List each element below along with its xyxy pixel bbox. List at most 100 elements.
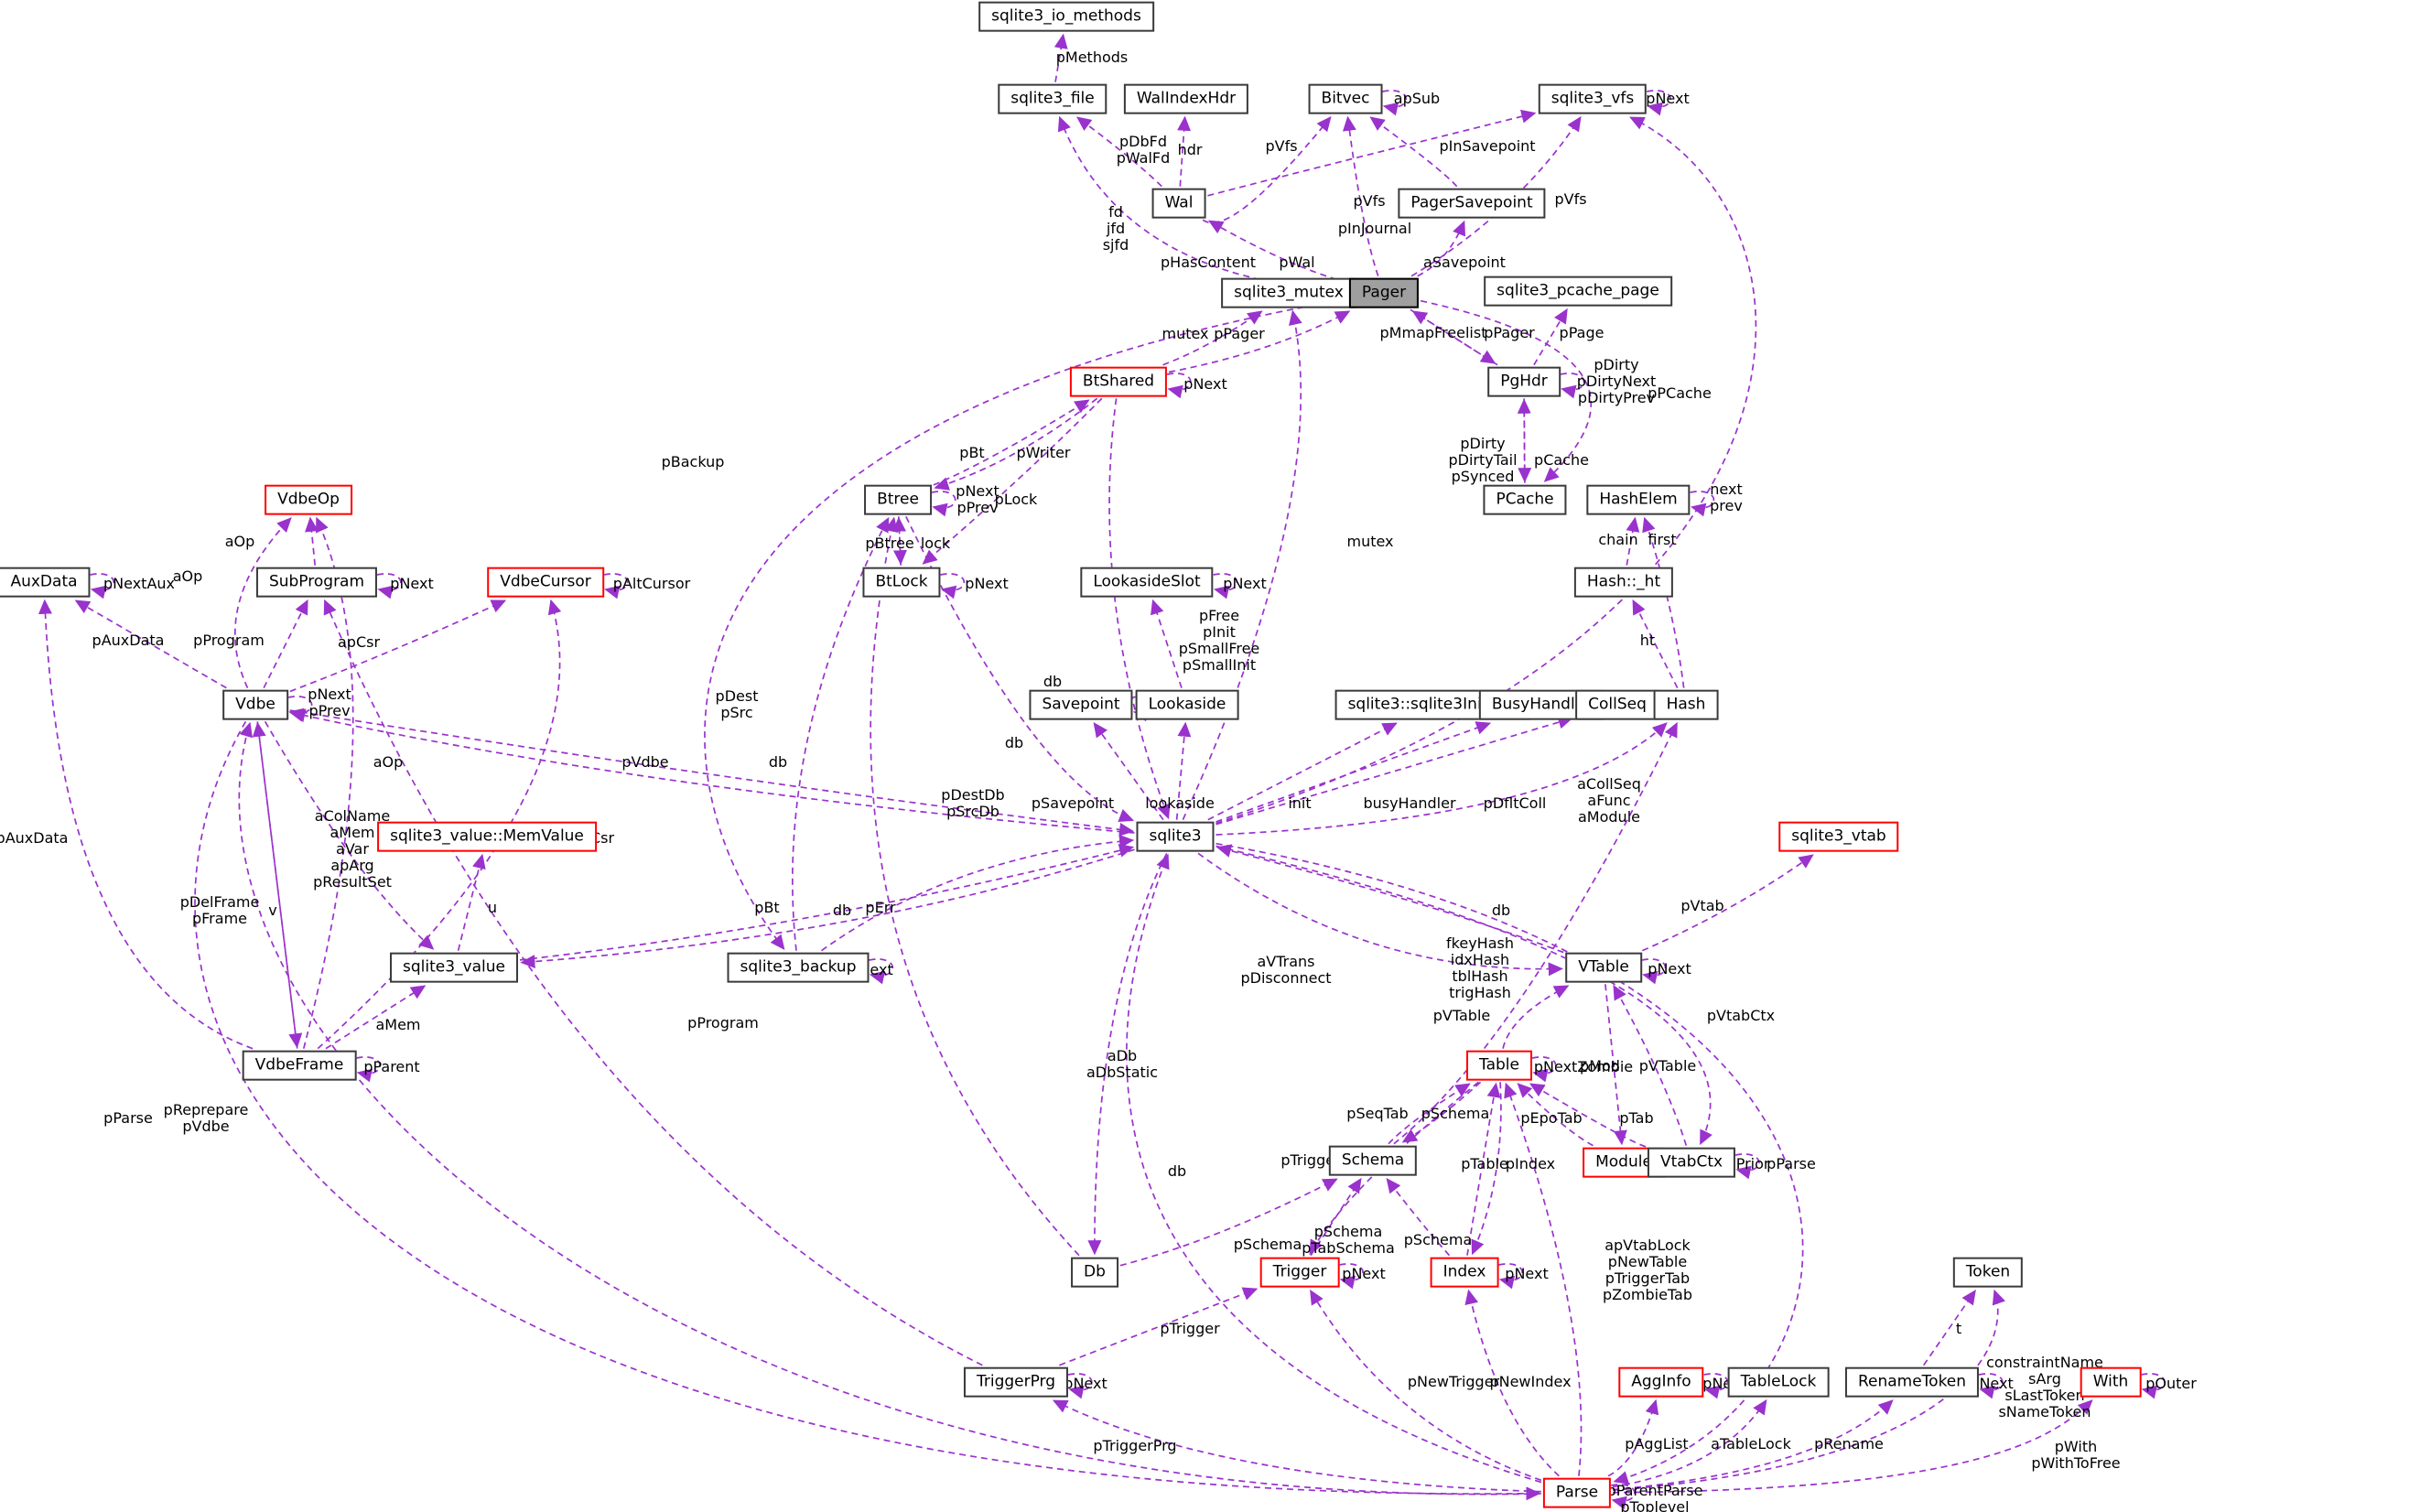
- edge-sqlite3-lookaside: [1175, 721, 1192, 820]
- node-value[interactable]: sqlite3_value: [390, 952, 518, 983]
- edge-label-parse-triggerprg: pTriggerPrg: [1093, 1437, 1177, 1455]
- edge-file-io: [1053, 33, 1068, 82]
- node-vdbecursor[interactable]: VdbeCursor: [487, 567, 604, 598]
- node-btshared[interactable]: BtShared: [1069, 366, 1168, 397]
- node-pghdr[interactable]: PgHdr: [1487, 366, 1561, 397]
- node-lookaside[interactable]: Lookaside: [1135, 689, 1239, 720]
- node-pcpage[interactable]: sqlite3_pcache_page: [1484, 275, 1672, 307]
- node-sqlite3[interactable]: sqlite3: [1136, 821, 1215, 852]
- edge-label-backup-btree: pDest pSrc: [715, 687, 759, 721]
- edge-label-sqlite3-parse: pParse: [1767, 1155, 1816, 1173]
- node-subprogram[interactable]: SubProgram: [255, 567, 378, 598]
- edge-label-pager-psave: aSavepoint: [1423, 254, 1506, 272]
- node-btlock[interactable]: BtLock: [862, 567, 941, 598]
- node-wal[interactable]: Wal: [1151, 188, 1206, 219]
- edge-vdbe-auxdata: [74, 599, 227, 689]
- self-edge-label-parse: pParentParse pToplevel: [1606, 1482, 1703, 1512]
- node-schema[interactable]: Schema: [1328, 1145, 1418, 1176]
- edge-vdbe-value: [264, 720, 435, 950]
- edge-label-vtable-sqlite3: db: [1491, 902, 1511, 920]
- node-lookslot[interactable]: LookasideSlot: [1080, 567, 1214, 598]
- node-table[interactable]: Table: [1466, 1050, 1532, 1081]
- edge-pager-pghdr: [1410, 308, 1496, 364]
- node-pcache[interactable]: PCache: [1483, 484, 1567, 515]
- edge-label-subprogram-vdbeop: aOp: [224, 533, 255, 551]
- node-savepoint[interactable]: Savepoint: [1029, 689, 1133, 720]
- edge-label-schema-hash: fkeyHash idxHash tblHash trigHash: [1446, 934, 1514, 1001]
- edge-vtabctx-vtable: [1613, 984, 1688, 1146]
- node-auxdata[interactable]: AuxData: [0, 567, 91, 598]
- edge-sqlite3-parse: [1216, 842, 1804, 1485]
- edge-table-vtable: [1502, 985, 1570, 1049]
- edge-label-vtabctx-table: pTab: [1619, 1109, 1654, 1128]
- edge-label-vtabctx-vtable: pVTable: [1638, 1057, 1697, 1075]
- node-hashelem[interactable]: HashElem: [1586, 484, 1691, 515]
- node-vtable[interactable]: VTable: [1565, 952, 1642, 983]
- edge-label-sqlite3-mutex: mutex: [1346, 533, 1394, 551]
- node-with[interactable]: With: [2080, 1366, 2142, 1398]
- node-memvalue[interactable]: sqlite3_value::MemValue: [377, 821, 597, 852]
- node-tablelock[interactable]: TableLock: [1727, 1366, 1830, 1398]
- node-vdbeframe[interactable]: VdbeFrame: [242, 1050, 357, 1081]
- edge-label-module-table: pEpoTab: [1520, 1109, 1583, 1128]
- node-pager[interactable]: Pager: [1348, 277, 1420, 308]
- node-collseq[interactable]: CollSeq: [1575, 689, 1659, 720]
- node-io[interactable]: sqlite3_io_methods: [978, 1, 1154, 32]
- self-edge-label-pghdr: pDirty pDirtyNext pDirtyPrev: [1576, 356, 1657, 406]
- edge-label-pager-pghdr: pMmapFreelist: [1379, 324, 1487, 342]
- node-dbnode[interactable]: Db: [1071, 1257, 1118, 1288]
- edge-label-btree-btshared: pBt: [959, 444, 985, 462]
- node-vdbeop[interactable]: VdbeOp: [265, 484, 352, 515]
- node-renametoken[interactable]: RenameToken: [1844, 1366, 1980, 1398]
- edge-sqlite3-savepoint: [1093, 721, 1164, 821]
- node-psave[interactable]: PagerSavepoint: [1398, 188, 1546, 219]
- edge-renametoken-token: [1922, 1289, 1976, 1366]
- edge-label-vdbeframe-value: aMem: [375, 1016, 421, 1034]
- edge-label-index-table: pTable: [1461, 1155, 1508, 1173]
- edge-pager-wal: [1207, 220, 1348, 284]
- node-hash[interactable]: Hash: [1653, 689, 1719, 720]
- node-triggerprg[interactable]: TriggerPrg: [963, 1366, 1069, 1398]
- edge-label-pager-wal: pWal: [1279, 254, 1315, 272]
- node-vtab[interactable]: sqlite3_vtab: [1778, 821, 1899, 852]
- edge-label-file-io: pMethods: [1055, 49, 1129, 67]
- edge-label-sqlite3-savepoint: pSavepoint: [1031, 794, 1115, 813]
- edge-vdbe-sqlite3: [289, 709, 1135, 837]
- node-mutex[interactable]: sqlite3_mutex: [1221, 277, 1356, 308]
- node-vtabctx[interactable]: VtabCtx: [1647, 1147, 1736, 1178]
- edge-parse-sqlite3: [1126, 853, 1542, 1484]
- edge-parse-table: [1504, 1082, 1583, 1476]
- node-backup[interactable]: sqlite3_backup: [727, 952, 870, 983]
- node-walhdr[interactable]: WalIndexHdr: [1123, 83, 1249, 114]
- edge-label-dbnode-schema: pSchema: [1233, 1236, 1302, 1254]
- node-vdbe[interactable]: Vdbe: [222, 689, 288, 720]
- node-trigger[interactable]: Trigger: [1259, 1257, 1340, 1288]
- edge-table-schema: [1401, 1081, 1482, 1143]
- self-edge-pghdr: [1560, 373, 1585, 399]
- edge-label-parse-tablelock: aTableLock: [1711, 1435, 1791, 1453]
- edge-btree-sqlite3: [905, 515, 1135, 822]
- edge-triggerprg-trigger: [1059, 1287, 1259, 1366]
- edge-parse-index: [1464, 1289, 1560, 1477]
- node-token[interactable]: Token: [1952, 1257, 2024, 1288]
- node-file[interactable]: sqlite3_file: [998, 83, 1107, 114]
- node-hashht[interactable]: Hash::_ht: [1573, 567, 1674, 598]
- self-edge-vdbeframe: [356, 1056, 381, 1083]
- node-btree[interactable]: Btree: [864, 484, 932, 515]
- node-parse[interactable]: Parse: [1542, 1477, 1612, 1508]
- edge-wal-walhdr: [1177, 115, 1192, 187]
- edge-parse-agginfo: [1607, 1399, 1659, 1477]
- self-edge-vtable: [1641, 958, 1667, 985]
- edge-label-table-index: pIndex: [1505, 1155, 1556, 1173]
- self-edge-btree: [931, 491, 956, 517]
- self-edge-label-hashelem: next prev: [1710, 481, 1743, 514]
- node-index[interactable]: Index: [1430, 1257, 1499, 1288]
- node-agginfo[interactable]: AggInfo: [1618, 1366, 1704, 1398]
- self-edge-label-vtable: pNext: [1648, 960, 1691, 978]
- edge-hash-hashht: [1632, 599, 1679, 689]
- node-bitvec[interactable]: Bitvec: [1308, 83, 1383, 114]
- self-edge-label-table: pNextZombie: [1533, 1058, 1634, 1076]
- node-vfs[interactable]: sqlite3_vfs: [1538, 83, 1648, 114]
- self-edge-label-vdbeframe: pParent: [363, 1058, 420, 1076]
